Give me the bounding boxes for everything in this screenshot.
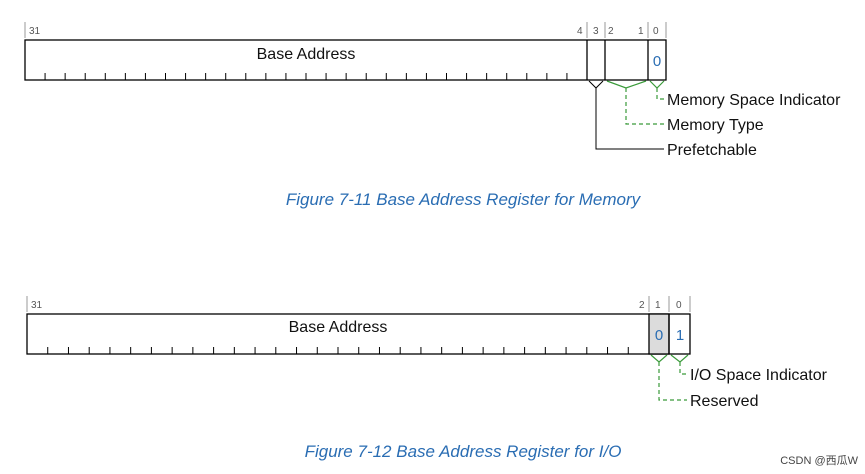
io-space-leader-line [679,362,687,375]
memory-figure-caption: Figure 7-11 Base Address Register for Me… [286,190,642,209]
reserved-bracket [650,354,668,363]
memory-type-label: Memory Type [667,117,764,134]
reserved-leader-line [658,362,687,401]
mem-bit-0-label: 0 [653,26,659,37]
memory-bar-register: 31 4 3 2 1 0 Base Address 0 Memory Space… [24,22,841,209]
io-bit-31-label: 31 [31,300,43,311]
io-bit-2-label: 2 [639,300,645,311]
io-space-indicator-label: I/O Space Indicator [690,367,828,384]
memory-space-bracket [649,80,665,89]
mem-bit-2-label: 2 [608,26,614,37]
io-bar-register: 31 2 1 0 Base Address 0 1 I/O Space Indi… [26,296,828,461]
mem-bit0-value: 0 [653,53,661,70]
mem-bit-4-label: 4 [577,26,583,37]
prefetchable-label: Prefetchable [667,142,757,159]
io-space-bracket [670,354,689,363]
memory-space-indicator-label: Memory Space Indicator [667,92,841,109]
io-bit-ticks [47,347,629,354]
prefetchable-bracket [588,80,604,89]
mem-bit-ticks [44,73,568,80]
io-figure-caption: Figure 7-12 Base Address Register for I/… [305,442,622,461]
mem-bit-1-label: 1 [638,26,644,37]
io-bit-0-label: 0 [676,300,682,311]
memory-type-bracket [606,80,647,89]
io-base-address-label: Base Address [289,319,388,336]
csdn-watermark: CSDN @西瓜W [780,455,858,467]
mem-base-address-label: Base Address [257,46,356,63]
io-bit0-value: 1 [676,327,684,344]
mem-bit-3-label: 3 [593,26,599,37]
memory-type-leader-line [625,88,664,125]
io-bit-1-label: 1 [655,300,661,311]
io-bit1-value: 0 [655,327,663,344]
mem-register-box [24,39,667,81]
mem-bit-31-label: 31 [29,26,41,37]
reserved-label: Reserved [690,393,758,410]
prefetchable-leader-line [595,88,664,150]
memory-space-leader-line [656,88,664,100]
